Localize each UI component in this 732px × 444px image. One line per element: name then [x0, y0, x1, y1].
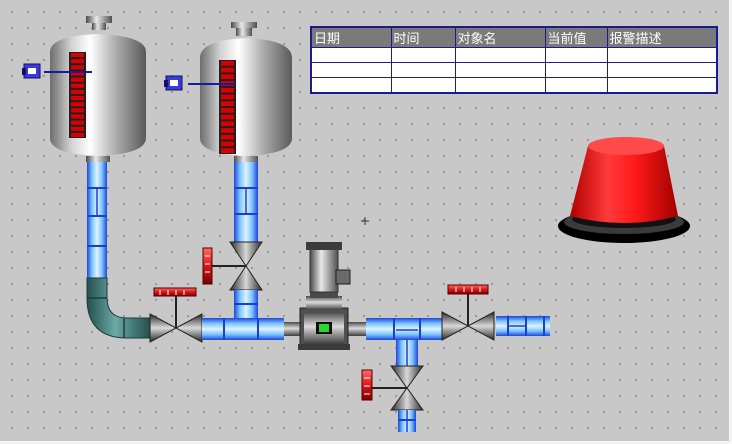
- pipe-elbow: [86, 277, 151, 339]
- level-segment: [221, 114, 234, 120]
- level-segment: [71, 71, 84, 76]
- pipe-tee-right: [366, 318, 442, 366]
- valve-outlet-bottom[interactable]: [361, 365, 424, 411]
- level-segment: [71, 108, 84, 113]
- header-time[interactable]: 时间: [390, 26, 456, 48]
- level-segment: [71, 59, 84, 64]
- table-cell: [606, 47, 718, 63]
- level-segment: [221, 121, 234, 127]
- alarm-table-header: 日期 时间 对象名 当前值 报警描述: [310, 26, 718, 48]
- level-segment: [221, 101, 234, 106]
- pipe-left-vertical: [87, 162, 107, 278]
- level-segment: [71, 132, 84, 137]
- cursor-crosshair: [361, 217, 369, 225]
- level-segment: [221, 94, 234, 100]
- level-segment: [221, 61, 234, 66]
- level-segment: [221, 128, 234, 133]
- table-row[interactable]: [310, 47, 718, 63]
- table-cell: [310, 77, 392, 94]
- level-segment: [71, 126, 84, 131]
- header-current-value[interactable]: 当前值: [544, 26, 608, 48]
- valve-left[interactable]: [149, 287, 203, 343]
- alarm-lamp: [558, 137, 690, 243]
- table-row[interactable]: [310, 62, 718, 78]
- level-segment: [71, 77, 84, 82]
- level-gauge-frame: [219, 60, 236, 154]
- table-cell: [390, 77, 456, 94]
- table-cell: [310, 62, 392, 78]
- valve-outlet-right[interactable]: [441, 284, 495, 341]
- level-segment: [71, 114, 84, 119]
- tank-left-level-gauge: [69, 52, 86, 138]
- table-cell: [544, 62, 608, 78]
- pipe-right-vertical: [234, 162, 258, 242]
- table-row[interactable]: [310, 77, 718, 94]
- level-segment: [71, 53, 84, 58]
- level-segment: [71, 65, 84, 70]
- pump-status-indicator: [316, 322, 332, 334]
- header-alarm-description[interactable]: 报警描述: [606, 26, 718, 48]
- table-cell: [544, 77, 608, 94]
- level-segment: [221, 67, 234, 73]
- level-segment: [221, 134, 234, 140]
- alarm-table[interactable]: 日期 时间 对象名 当前值 报警描述: [310, 26, 718, 94]
- table-cell: [606, 77, 718, 94]
- pipe-outlet-right: [496, 316, 550, 336]
- level-segment: [71, 120, 84, 125]
- table-cell: [390, 47, 456, 63]
- level-segment: [71, 83, 84, 88]
- tank-right-level-gauge: [219, 60, 236, 154]
- tank-left: [50, 16, 146, 162]
- level-segment: [221, 87, 234, 93]
- level-segment: [71, 89, 84, 94]
- header-object-name[interactable]: 对象名: [454, 26, 546, 48]
- table-cell: [390, 62, 456, 78]
- pipe-tee-left: [202, 290, 284, 340]
- level-segment: [221, 108, 234, 113]
- table-cell: [454, 77, 546, 94]
- level-segment: [71, 102, 84, 107]
- level-segment: [221, 74, 234, 80]
- table-cell: [310, 47, 392, 63]
- header-date[interactable]: 日期: [310, 26, 392, 48]
- tank-right: [200, 22, 292, 162]
- table-cell: [454, 47, 546, 63]
- level-segment: [71, 96, 84, 101]
- table-cell: [454, 62, 546, 78]
- level-gauge-frame: [69, 52, 86, 138]
- tank-right-level-sensor[interactable]: [164, 75, 236, 91]
- pipe-outlet-bottom: [398, 410, 416, 432]
- level-segment: [221, 148, 234, 153]
- table-cell: [606, 62, 718, 78]
- pump[interactable]: [284, 242, 366, 350]
- level-segment: [221, 141, 234, 147]
- table-cell: [544, 47, 608, 63]
- valve-right-tank[interactable]: [202, 241, 263, 291]
- tank-left-level-sensor[interactable]: [22, 63, 92, 79]
